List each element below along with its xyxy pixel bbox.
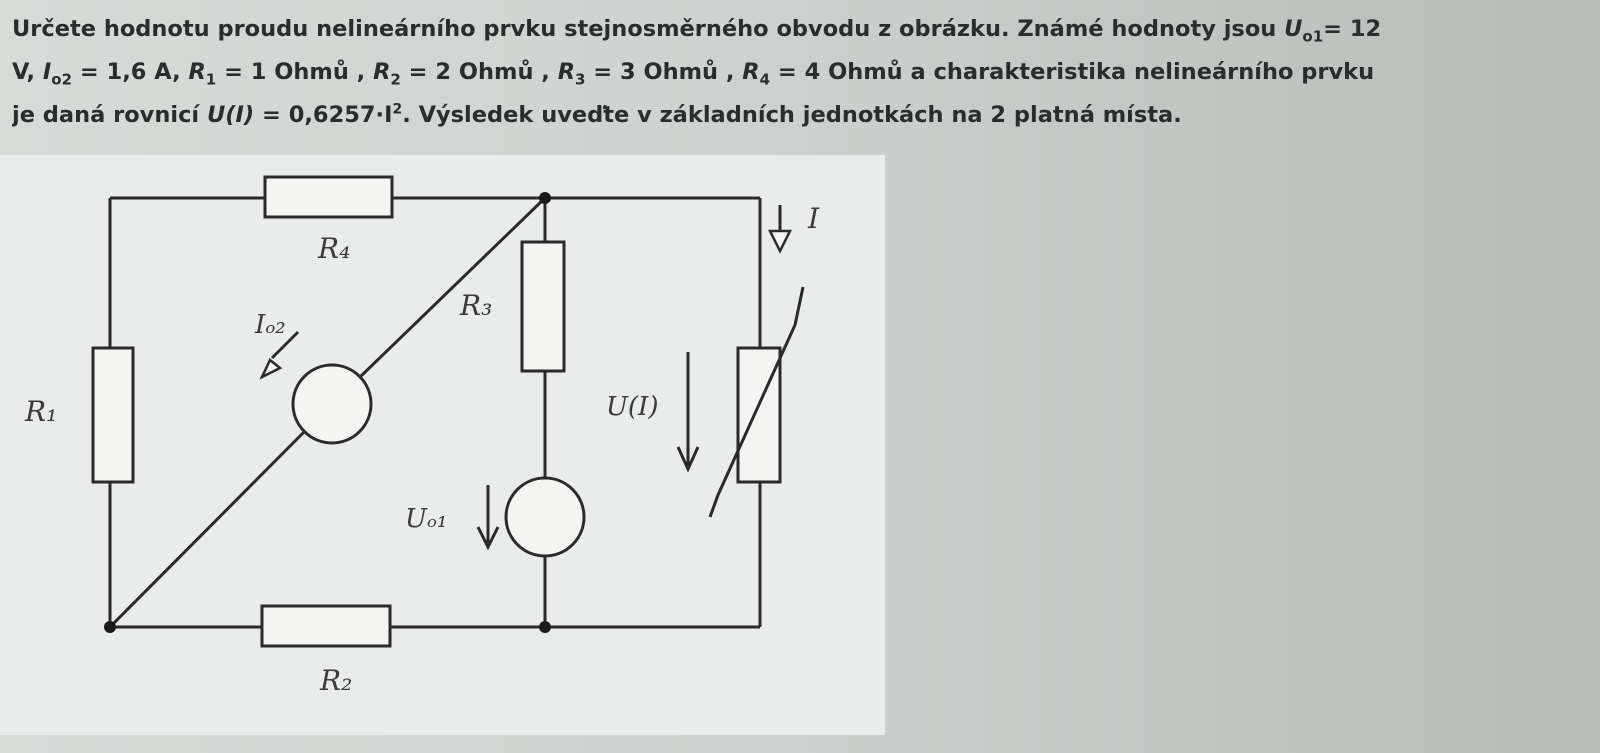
problem-line-3-intro: je daná rovnicí <box>12 102 207 128</box>
problem-line-3: je daná rovnicí U(I) = 0,6257·I2. Výsled… <box>12 94 1597 137</box>
io2-arrow-shaft <box>270 330 300 360</box>
current-source-io2 <box>291 363 373 445</box>
resistor-r4 <box>263 175 394 219</box>
label-current-i: I <box>807 202 820 235</box>
r1-symbol: R <box>188 59 206 85</box>
uo1-value: = 12 <box>1323 16 1382 42</box>
circuit-diagram: R₄ R₃ R₁ R₂ Iₒ₂ Uₒ₁ I U(I) <box>24 175 820 697</box>
resistor-r3 <box>520 240 566 373</box>
nonlinear-element <box>736 346 782 484</box>
equation-lhs: U(I) <box>206 102 255 128</box>
r4-symbol: R <box>742 59 760 85</box>
voltage-source-uo1 <box>504 476 586 558</box>
node-bottom-left <box>104 621 116 633</box>
problem-line-3-outro: . Výsledek uveďte v základních jednotkác… <box>402 102 1182 128</box>
r2-value: = 2 Ohmů , <box>400 59 558 85</box>
r1-value: = 1 Ohmů , <box>216 59 374 85</box>
problem-line-2: V, Io2 = 1,6 A, R1 = 1 Ohmů , R2 = 2 Ohm… <box>12 51 1597 94</box>
problem-line-1-text: Určete hodnotu proudu nelineárního prvku… <box>12 16 1285 42</box>
wire-diagonal-lower <box>108 429 307 629</box>
voltage-ui-arrow-head <box>676 446 700 473</box>
unit-volts: V, <box>12 59 43 85</box>
r2-subscript: 2 <box>390 70 401 89</box>
current-i-arrow-head <box>767 229 793 254</box>
uo1-subscript: o1 <box>1302 27 1324 46</box>
r3-subscript: 3 <box>575 70 586 89</box>
label-r2: R₂ <box>319 664 352 697</box>
r1-subscript: 1 <box>205 70 217 89</box>
node-bottom-middle <box>539 621 551 633</box>
label-r4: R₄ <box>317 232 350 265</box>
io2-symbol: I <box>42 59 52 85</box>
nonlinear-element-marker <box>708 286 805 518</box>
label-io2: Iₒ₂ <box>254 310 286 340</box>
equation-rhs: = 0,6257·I <box>254 102 393 128</box>
r3-symbol: R <box>557 59 576 85</box>
resistor-r1 <box>91 346 135 484</box>
resistor-r2 <box>260 604 392 648</box>
uo1-symbol: U <box>1284 16 1303 42</box>
wire-diagonal-upper <box>358 196 547 379</box>
problem-statement: Určete hodnotu proudu nelineárního prvku… <box>12 8 1597 137</box>
r4-subscript: 4 <box>759 70 771 89</box>
r2-symbol: R <box>373 59 391 85</box>
label-uo1: Uₒ₁ <box>405 504 447 534</box>
circuit-figure-panel: R₄ R₃ R₁ R₂ Iₒ₂ Uₒ₁ I U(I) <box>0 155 885 735</box>
io2-value: = 1,6 A, <box>72 59 189 85</box>
problem-line-1: Určete hodnotu proudu nelineárního prvku… <box>12 8 1597 51</box>
label-voltage-ui: U(I) <box>606 392 658 422</box>
r4-value: = 4 Ohmů a charakteristika nelineárního … <box>770 59 1375 85</box>
uo1-arrow-head <box>476 526 500 551</box>
label-r3: R₃ <box>459 289 492 322</box>
node-top <box>539 192 551 204</box>
io2-arrow-head <box>259 358 283 380</box>
r3-value: = 3 Ohmů , <box>585 59 743 85</box>
label-r1: R₁ <box>24 395 57 428</box>
io2-subscript: o2 <box>51 70 73 89</box>
equation-exponent: 2 <box>392 101 403 118</box>
